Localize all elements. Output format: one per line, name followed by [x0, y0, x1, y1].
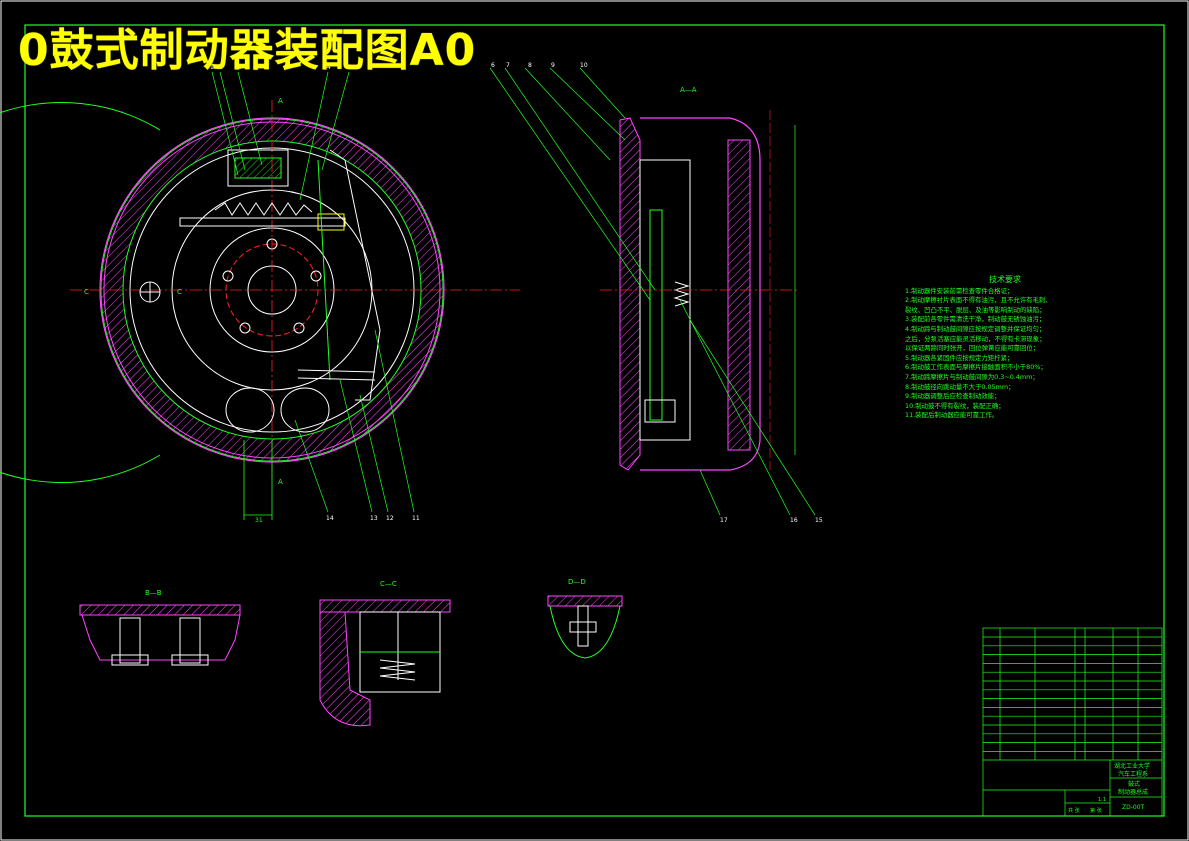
technical-requirements: 技术要求 1.制动器件安装前需检查零件合格证；2.制动摩擦衬片表面不得有油污，且… — [905, 275, 1105, 421]
cut-c-right: C — [177, 288, 182, 296]
cut-a-bottom: A — [278, 478, 283, 486]
part-balloon: 1 — [210, 64, 214, 71]
label-section-dd: D—D — [568, 578, 586, 586]
part-balloon: 6 — [491, 62, 495, 69]
label-section-cc: C—C — [380, 580, 397, 588]
tech-requirement-item: 2.制动摩擦衬片表面不得有油污，且不允许有毛刺、 — [905, 296, 1052, 305]
title-block-drawing-title-2: 制动器总成 — [1118, 788, 1148, 796]
tech-requirement-item: 10.制动鼓不得有裂纹，装配正确； — [905, 401, 1005, 410]
tech-requirement-item: 11.装配后制动器应能可靠工作。 — [905, 411, 999, 420]
title-block-scale: 1:1 — [1098, 797, 1106, 803]
part-balloon: 14 — [326, 515, 334, 522]
title-block — [982, 627, 1163, 817]
inner-border — [24, 24, 1165, 817]
title-block-school: 湖北工业大学 — [1114, 762, 1150, 770]
part-balloon: 4 — [327, 64, 331, 71]
tech-requirement-item: 9.制动器调整后应检查制动效能； — [905, 392, 1001, 401]
part-balloon: 16 — [790, 517, 798, 524]
section-a-a-view: A—A — [489, 67, 816, 516]
tech-requirement-item: 裂纹、凹凸不平、脱层、及油等影响制动的缺陷； — [905, 305, 1046, 314]
tech-requirement-item: 之后，分泵活塞应能灵活移动，不得有卡滞现象； — [905, 334, 1046, 343]
part-balloon: 17 — [720, 517, 728, 524]
label-section-bb: B—B — [145, 589, 162, 597]
tech-requirements-list: 1.制动器件安装前需检查零件合格证；2.制动摩擦衬片表面不得有油污，且不允许有毛… — [905, 287, 1105, 421]
title-block-drawing-number: ZD-00T — [1122, 804, 1145, 811]
title-block-sheet-total: 共 张 — [1068, 807, 1080, 814]
section-c-c-view: C—C — [319, 580, 451, 727]
tech-requirement-item: 5.制动器各紧固件应按规定力矩拧紧； — [905, 353, 1014, 362]
part-balloon: 8 — [528, 62, 532, 69]
part-balloon: 12 — [386, 515, 394, 522]
part-balloon: 11 — [412, 515, 420, 522]
label-section-aa: A—A — [680, 86, 697, 94]
section-d-d-view: D—D — [547, 578, 623, 659]
dim-bottom: 31 — [255, 517, 263, 524]
tech-requirement-item: 1.制动器件安装前需检查零件合格证； — [905, 286, 1014, 295]
title-block-drawing-title-1: 鼓式 — [1128, 780, 1140, 788]
part-balloon: 10 — [580, 62, 588, 69]
tech-requirements-heading: 技术要求 — [989, 275, 1021, 284]
cut-c-left: C — [84, 288, 89, 296]
part-balloon: 2 — [219, 64, 223, 71]
part-balloon: 9 — [551, 62, 555, 69]
tech-requirement-item: 7.制动蹄摩擦片与制动鼓间隙为0.3~0.4mm； — [905, 372, 1039, 381]
part-balloon: 5 — [348, 64, 352, 71]
section-b-b-view: B—B — [79, 589, 241, 666]
tech-requirement-item: 6.制动鼓工作表面与摩擦片接触面积不小于80%； — [905, 363, 1047, 372]
tech-requirement-item: 8.制动鼓径向跳动量不大于0.05mm； — [905, 382, 1015, 391]
tech-requirement-item: 以保证两蹄同时张开，回位弹簧应能可靠回位； — [905, 344, 1040, 353]
part-balloon: 3 — [238, 64, 242, 71]
title-block-college: 汽车工程系 — [1118, 770, 1148, 778]
cut-a-top: A — [278, 97, 283, 105]
tech-requirement-item: 4.制动蹄与制动鼓间隙应按规定调整并保证均匀； — [905, 324, 1046, 333]
part-balloon: 13 — [370, 515, 378, 522]
part-balloon: 15 — [815, 517, 823, 524]
drawing-title: 0鼓式制动器装配图A0 — [18, 25, 477, 76]
tech-requirement-item: 3.装配前各零件需清洗干净，制动鼓无锈蚀油污； — [905, 315, 1046, 324]
part-balloon: 7 — [506, 62, 510, 69]
front-view: 31 A A C C — [0, 71, 520, 524]
title-block-sheet-no: 第 张 — [1090, 807, 1102, 814]
